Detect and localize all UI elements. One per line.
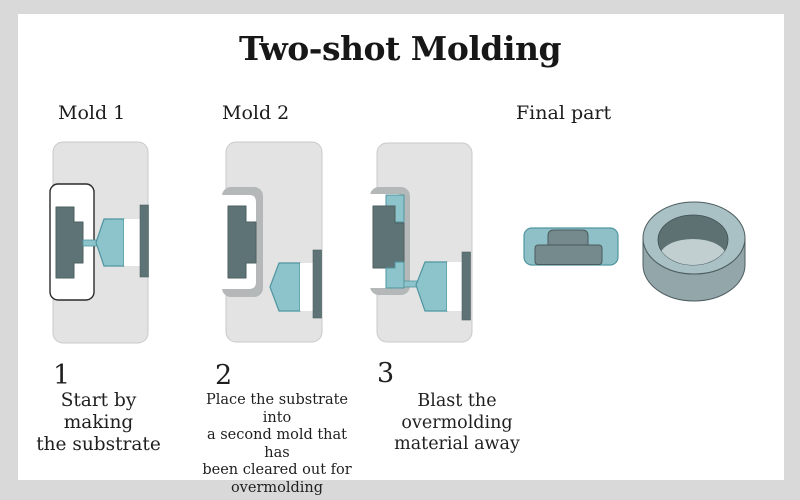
step-2-description: Place the substrate into a second mold t… [202,392,352,496]
step-1-description: Start by making the substrate [36,390,161,455]
mold-3-illustration [368,142,473,343]
final-part-cross-section [523,227,619,266]
injection-barrel-shape [139,204,149,278]
injection-barrel-shape [312,249,322,319]
substrate-shape [55,206,84,279]
sprue-shape [403,280,418,288]
step-3-description: Blast the overmolding material away [394,391,520,454]
nozzle-gap-shape [124,219,141,266]
mold-2-illustration [220,141,323,343]
nozzle-gap-shape [447,262,463,311]
final-part-ring-3d [642,201,746,302]
step-2-number: 2 [215,360,233,391]
injection-barrel-shape [461,251,471,321]
final-part-label: Final part [516,102,612,124]
step-3-number: 3 [377,358,395,389]
overmold-bottom-shape [385,261,405,289]
substrate-boss-shape [547,229,589,247]
mold-1-label: Mold 1 [58,102,126,124]
mold-2-label: Mold 2 [222,102,290,124]
mold-1-illustration [49,141,149,344]
substrate-base-shape [534,244,603,265]
page-title: Two-shot Molding [238,29,562,68]
substrate-shape [227,205,257,279]
step-1-number: 1 [53,360,71,391]
